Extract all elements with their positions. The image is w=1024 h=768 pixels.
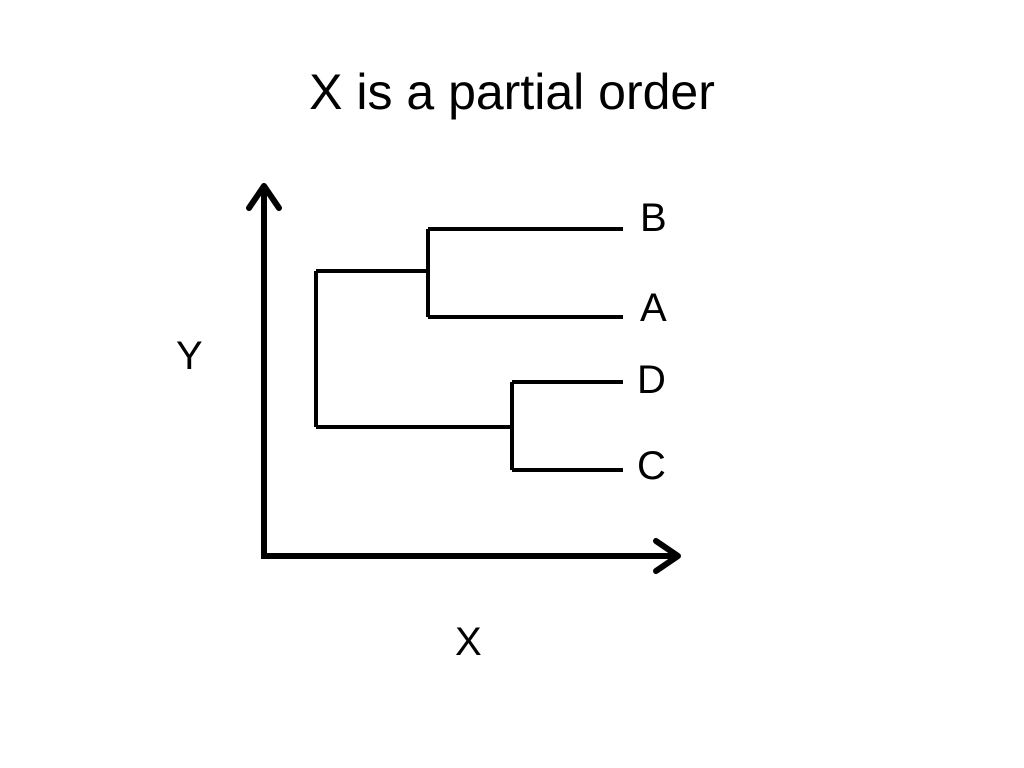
leaf-label-d: D	[637, 358, 666, 402]
leaf-label-c: C	[637, 444, 666, 488]
x-axis-arrowhead	[653, 538, 681, 574]
leaf-label-a: A	[640, 286, 667, 330]
x-axis-label: X	[455, 620, 482, 664]
y-axis-label: Y	[176, 334, 203, 378]
y-axis-arrowhead	[246, 183, 282, 211]
leaf-label-b: B	[640, 196, 667, 240]
slide-title: X is a partial order	[309, 64, 715, 120]
